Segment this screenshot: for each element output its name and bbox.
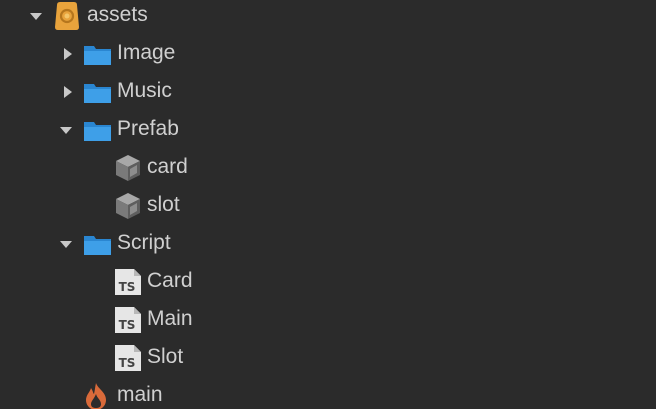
typescript-file-icon: TS xyxy=(115,307,141,333)
prefab-cube-icon xyxy=(116,193,140,219)
svg-text:TS: TS xyxy=(119,318,136,332)
tree-item-label: Music xyxy=(117,79,172,102)
tree-item-prefab-folder[interactable]: Prefab xyxy=(0,111,656,149)
tree-item-label: Image xyxy=(117,41,176,64)
chevron-down-icon[interactable] xyxy=(29,9,43,23)
tree-item-label: Script xyxy=(117,231,171,254)
tree-item-label: assets xyxy=(87,3,148,26)
tree-item-label: card xyxy=(147,155,188,178)
tree-item-label: Slot xyxy=(147,345,184,368)
tree-item-image-folder[interactable]: Image xyxy=(0,35,656,73)
typescript-file-icon: TS xyxy=(115,269,141,295)
chevron-right-icon[interactable] xyxy=(61,85,75,99)
folder-icon xyxy=(84,84,111,103)
tree-item-card-script[interactable]: TS Card xyxy=(0,263,656,301)
tree-item-card-prefab[interactable]: card xyxy=(0,149,656,187)
tree-item-label: Card xyxy=(147,269,193,292)
svg-text:TS: TS xyxy=(119,280,136,294)
tree-item-main-script[interactable]: TS Main xyxy=(0,301,656,339)
tree-item-label: main xyxy=(117,383,163,406)
database-icon xyxy=(55,2,79,30)
chevron-right-icon[interactable] xyxy=(61,47,75,61)
tree-item-slot-script[interactable]: TS Slot xyxy=(0,339,656,377)
tree-item-script-folder[interactable]: Script xyxy=(0,225,656,263)
typescript-file-icon: TS xyxy=(115,345,141,371)
folder-icon xyxy=(84,122,111,141)
tree-item-label: Prefab xyxy=(117,117,179,140)
folder-icon xyxy=(84,236,111,255)
tree-item-music-folder[interactable]: Music xyxy=(0,73,656,111)
svg-text:TS: TS xyxy=(119,356,136,370)
tree-item-label: Main xyxy=(147,307,193,330)
folder-icon xyxy=(84,46,111,65)
fire-scene-icon xyxy=(86,383,106,409)
tree-item-slot-prefab[interactable]: slot xyxy=(0,187,656,225)
tree-item-assets[interactable]: assets xyxy=(0,0,656,35)
chevron-down-icon[interactable] xyxy=(59,237,73,251)
chevron-down-icon[interactable] xyxy=(59,123,73,137)
tree-item-label: slot xyxy=(147,193,180,216)
prefab-cube-icon xyxy=(116,155,140,181)
tree-item-main-scene[interactable]: main xyxy=(0,377,656,409)
